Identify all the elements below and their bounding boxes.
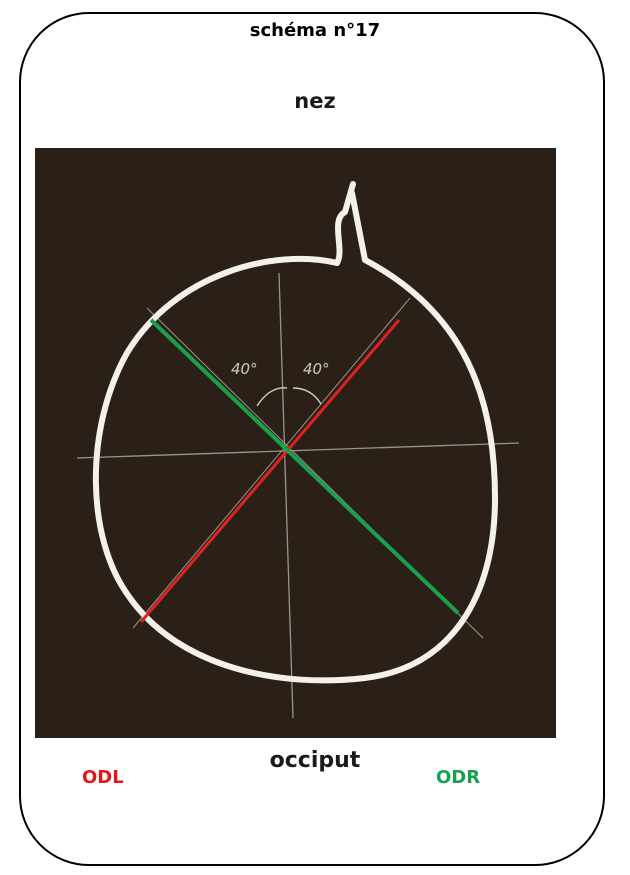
angle-arc-right (293, 388, 321, 404)
angle-label-right: 40° (303, 360, 330, 378)
angle-label-left: 40° (231, 360, 258, 378)
odr-label: ODR (436, 767, 480, 788)
nose-label: nez (0, 89, 630, 113)
schema-title: schéma n°17 (0, 20, 630, 41)
chalkboard-photo: 40° 40° (35, 148, 556, 738)
nose-outline (337, 184, 353, 263)
odl-diagonal (141, 320, 399, 622)
vertical-axis (279, 273, 293, 718)
oblique-guide-right (133, 298, 410, 628)
head-outline (96, 193, 495, 680)
head-diagram: 40° 40° (35, 148, 556, 738)
odl-label: ODL (82, 767, 124, 788)
